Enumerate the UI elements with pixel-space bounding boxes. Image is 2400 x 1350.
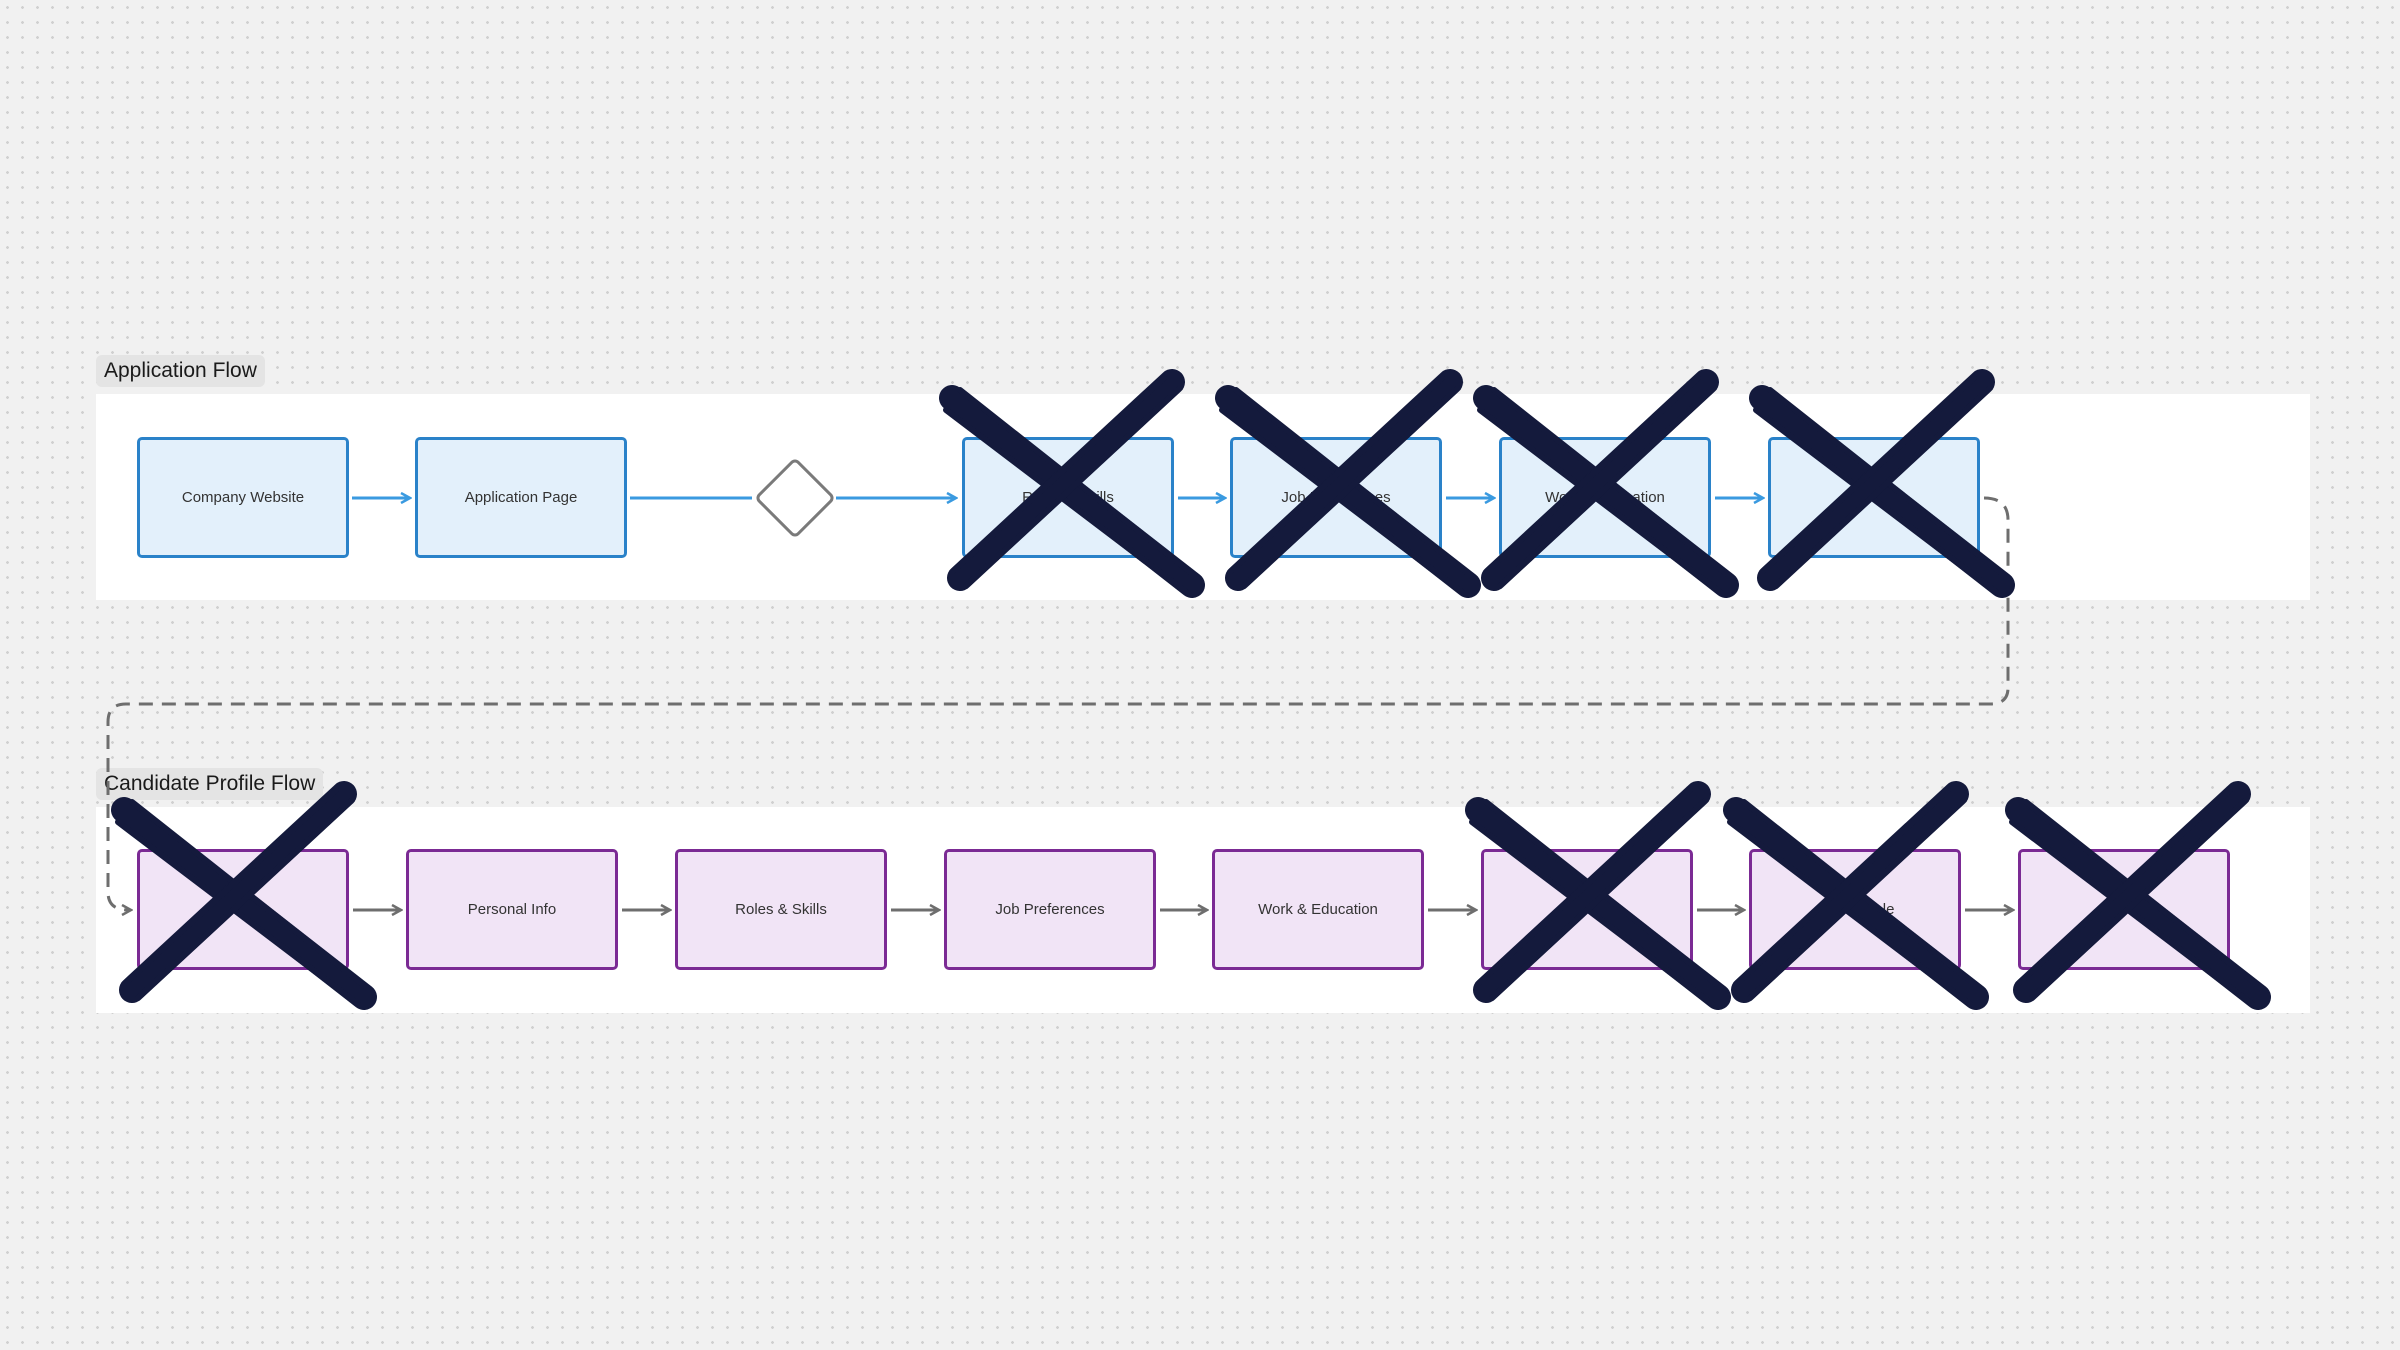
profile-node-personal-info[interactable]: Personal Info (406, 849, 618, 970)
cross-mark-icon (1723, 781, 1989, 1010)
cross-mark-icon (1749, 369, 2015, 598)
cross-mark-icon (939, 369, 1205, 598)
profile-node-roles-skills[interactable]: Roles & Skills (675, 849, 887, 970)
candidate-profile-flow-label: Candidate Profile Flow (96, 768, 324, 800)
dashed-flow-link (106, 496, 2010, 910)
node-label: Work & Education (1258, 901, 1378, 918)
node-label: Personal Info (467, 901, 557, 918)
node-label: Job Preferences (995, 901, 1105, 918)
profile-node-job-preferences[interactable]: Job Preferences (944, 849, 1156, 970)
app-node-company-website[interactable]: Company Website (137, 437, 349, 558)
cross-mark-icon (2005, 781, 2271, 1010)
cross-marks (111, 369, 2271, 1010)
application-flow-label: Application Flow (96, 355, 265, 387)
node-label: Application Page (464, 489, 578, 506)
cross-mark-icon (111, 781, 377, 1010)
node-label: Roles & Skills (735, 901, 827, 918)
cross-mark-icon (1473, 369, 1739, 598)
profile-node-work-education[interactable]: Work & Education (1212, 849, 1424, 970)
cross-mark-icon (1465, 781, 1731, 1010)
app-node-application-page[interactable]: Application Page (415, 437, 627, 558)
cross-mark-icon (1215, 369, 1481, 598)
node-label: Company Website (181, 489, 305, 506)
